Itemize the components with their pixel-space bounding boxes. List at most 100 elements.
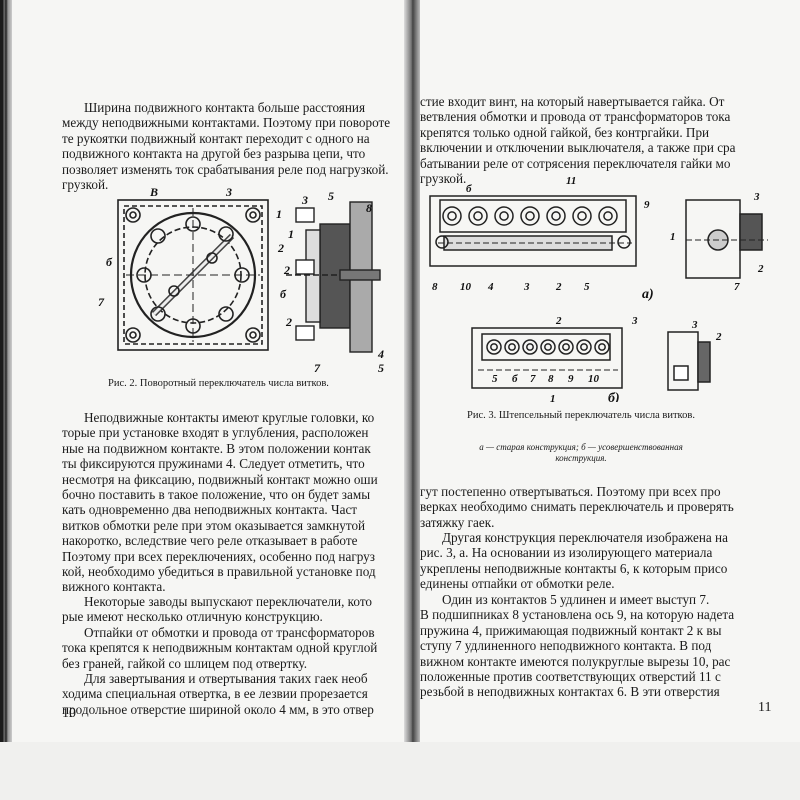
svg-text:10: 10 <box>588 373 600 385</box>
contact-bolt <box>572 206 592 226</box>
contact-bolt <box>442 206 462 226</box>
svg-text:8: 8 <box>432 281 438 293</box>
contact-bolt-center <box>544 343 552 351</box>
contact-bolt-center <box>499 211 509 221</box>
contact-bolt-center <box>508 343 516 351</box>
figure-2-caption: Рис. 2. Поворотный переключатель числа в… <box>108 378 329 389</box>
svg-text:5: 5 <box>328 189 334 203</box>
contact-bolt-center <box>562 343 570 351</box>
contact-bolt <box>522 339 538 355</box>
svg-text:11: 11 <box>566 175 576 187</box>
svg-text:3: 3 <box>631 315 638 327</box>
svg-text:9: 9 <box>568 373 574 385</box>
contact-bolt <box>598 206 618 226</box>
contact-bolt <box>546 206 566 226</box>
svg-text:2: 2 <box>283 263 290 277</box>
svg-text:б: б <box>280 287 287 301</box>
text-line: гут постепенно отвертываться. Поэтому пр… <box>420 484 721 499</box>
book-gutter <box>404 0 420 800</box>
text-line: тока крепятся к неподвижным контактам од… <box>62 640 378 656</box>
text-line: единены отпайки от обмотки реле. <box>420 576 615 592</box>
right-paragraph-3: Другая конструкция переключателя изображ… <box>420 530 774 592</box>
left-paragraph-3: Некоторые заводы выпускают переключатели… <box>62 594 412 625</box>
svg-text:3: 3 <box>301 193 308 207</box>
text-line: Неподвижные контакты имеют круглые голов… <box>84 410 375 425</box>
text-line: В подшипниках 8 установлена ось 9, на ко… <box>420 607 735 623</box>
text-line: вижного контакта. <box>62 579 166 595</box>
text-line: вижном контакте имеются полукруглые выре… <box>420 653 731 669</box>
text-line: без граней, гайкой со шлицем под отвертк… <box>62 655 308 671</box>
text-line: те рукоятки подвижный контакт переходит … <box>62 130 370 146</box>
text-line: Ширина подвижного контакта больше рассто… <box>84 100 366 115</box>
text-line: между неподвижными контактами. Поэтому п… <box>62 115 391 131</box>
page-number-left: 10 <box>62 706 76 721</box>
svg-text:5: 5 <box>378 361 384 375</box>
svg-text:2: 2 <box>757 263 764 275</box>
svg-text:7: 7 <box>98 295 105 309</box>
text-line: резьбой в неподвижных контактах 6. В эти… <box>420 684 720 700</box>
figure-3-subcaption: а — старая конструкция; б — усовершенств… <box>479 442 683 463</box>
contact-bolt-center <box>525 211 535 221</box>
text-line: кой, необходимо убедиться в правильной у… <box>62 564 376 580</box>
page-bottom-margin <box>0 742 800 800</box>
contact-bolt <box>504 339 520 355</box>
contact-bolt-center <box>473 211 483 221</box>
rotary-switch-front-view <box>117 199 269 351</box>
text-line: крепятся только одной гайкой, без контрг… <box>420 124 710 140</box>
text-line: включении и отключении выключателя, а та… <box>420 140 736 156</box>
text-line: бочно поставить в такое положение, что о… <box>62 487 371 503</box>
svg-text:5: 5 <box>492 373 498 385</box>
text-line: торые при установке входят в углубления,… <box>62 425 369 441</box>
right-paragraph-1: стие входит винт, на который навертывает… <box>420 94 774 186</box>
contact-bolt <box>576 339 592 355</box>
contact-bolt <box>486 339 502 355</box>
text-line: ступу 7 удлиненного неподвижного контакт… <box>420 638 712 654</box>
contact-bolt-center <box>551 211 561 221</box>
right-paragraph-2: гут постепенно отвертываться. Поэтому пр… <box>420 484 774 530</box>
contact-bolt-center <box>603 211 613 221</box>
text-line: батывании реле от сотрясения переключате… <box>420 155 731 171</box>
svg-text:1: 1 <box>550 393 556 402</box>
text-line: положенные против соответствующих отверс… <box>420 669 721 685</box>
text-line: затяжку гаек. <box>420 514 495 530</box>
svg-text:3: 3 <box>523 281 530 293</box>
plug-switch-old-construction <box>429 195 637 267</box>
page-number-right: 11 <box>758 700 772 715</box>
contact-bolt-center <box>447 211 457 221</box>
contact-bolt-center <box>526 343 534 351</box>
svg-text:б: б <box>466 183 472 195</box>
svg-text:1: 1 <box>670 231 676 243</box>
text-line: Поэтому при всех переключениях, особенно… <box>62 548 375 564</box>
left-paragraph-4: Отпайки от обмотки и провода от трансфор… <box>62 625 412 671</box>
svg-text:1: 1 <box>276 207 282 221</box>
text-line: верках необходимо снимать переключатель … <box>420 499 734 515</box>
svg-text:2: 2 <box>555 315 562 327</box>
svg-text:2: 2 <box>277 241 284 255</box>
svg-text:2: 2 <box>285 315 292 329</box>
text-line: витков обмотки реле при этом оказывается… <box>62 517 366 533</box>
svg-text:7: 7 <box>734 281 740 293</box>
text-line: ты фиксируются пружинами 4. Следует отме… <box>62 456 365 472</box>
contact-bolt <box>494 206 514 226</box>
text-line: Некоторые заводы выпускают переключатели… <box>84 594 373 609</box>
svg-text:9: 9 <box>644 199 650 211</box>
plug-switch-improved-construction <box>471 327 623 389</box>
right-paragraph-4: Один из контактов 5 удлинен и имеет выст… <box>420 592 774 700</box>
text-line: рис. 3, а. На основании из изолирующего … <box>420 545 713 561</box>
svg-text:7: 7 <box>530 373 536 385</box>
svg-text:3: 3 <box>225 186 232 199</box>
text-line: пружина 4, прижимающая подвижный контакт… <box>420 622 722 638</box>
contact-bolt <box>594 339 610 355</box>
left-page: Ширина подвижного контакта больше рассто… <box>0 0 412 800</box>
text-line: стие входит винт, на который навертывает… <box>420 94 725 109</box>
left-paragraph-1: Ширина подвижного контакта больше рассто… <box>62 100 412 192</box>
svg-text:3: 3 <box>691 319 698 331</box>
svg-text:2: 2 <box>555 281 562 293</box>
book-edge <box>0 0 12 800</box>
svg-text:10: 10 <box>460 281 472 293</box>
svg-text:8: 8 <box>366 201 372 215</box>
text-line: рые имеют несколько отличную конструкцию… <box>62 609 323 625</box>
contact-bolt-center <box>577 211 587 221</box>
